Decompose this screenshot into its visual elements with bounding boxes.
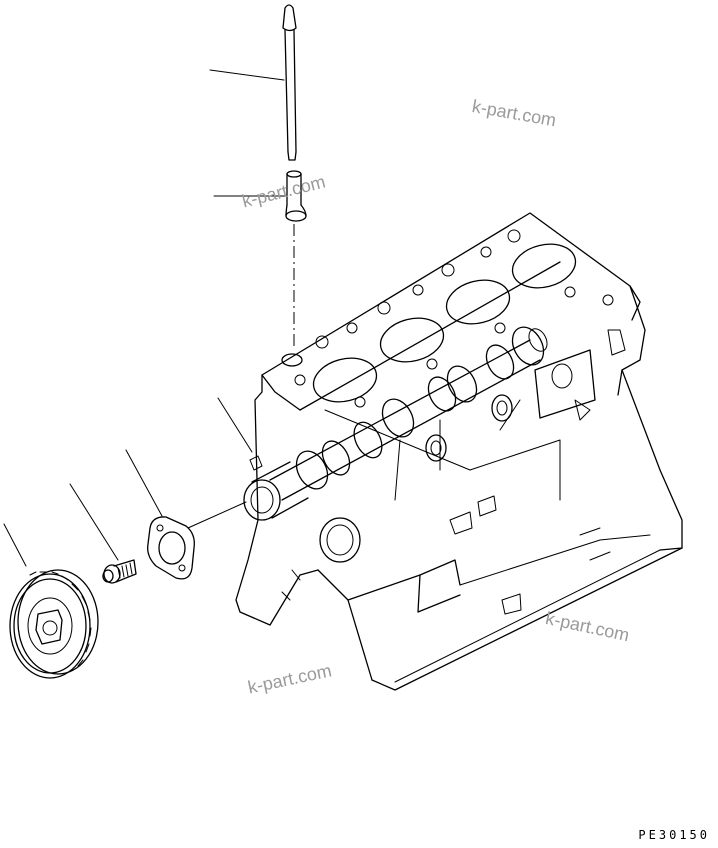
bore-4 — [511, 243, 577, 289]
leader-flange-bolt — [69, 483, 119, 561]
front-cover-boss — [319, 517, 361, 563]
flange-bolt — [102, 559, 137, 584]
tappet — [285, 170, 307, 222]
leader-thrust-plate — [125, 449, 163, 517]
thrust-plate-centerline — [187, 501, 247, 529]
thrust-plate — [147, 516, 195, 580]
drawing-code-label: PE30150 — [638, 828, 710, 842]
bore-3 — [445, 279, 511, 325]
tappet-bore — [281, 353, 303, 367]
camshaft-key — [249, 455, 263, 471]
bore-2 — [379, 317, 445, 363]
cylinder-block — [235, 212, 683, 691]
cam-gear — [9, 569, 99, 679]
leader-cam-gear — [3, 523, 27, 567]
leader-camshaft — [217, 397, 253, 453]
leader-push-rod — [209, 69, 285, 81]
bore-1 — [312, 357, 378, 403]
camshaft — [243, 326, 548, 521]
push-rod — [282, 4, 297, 161]
